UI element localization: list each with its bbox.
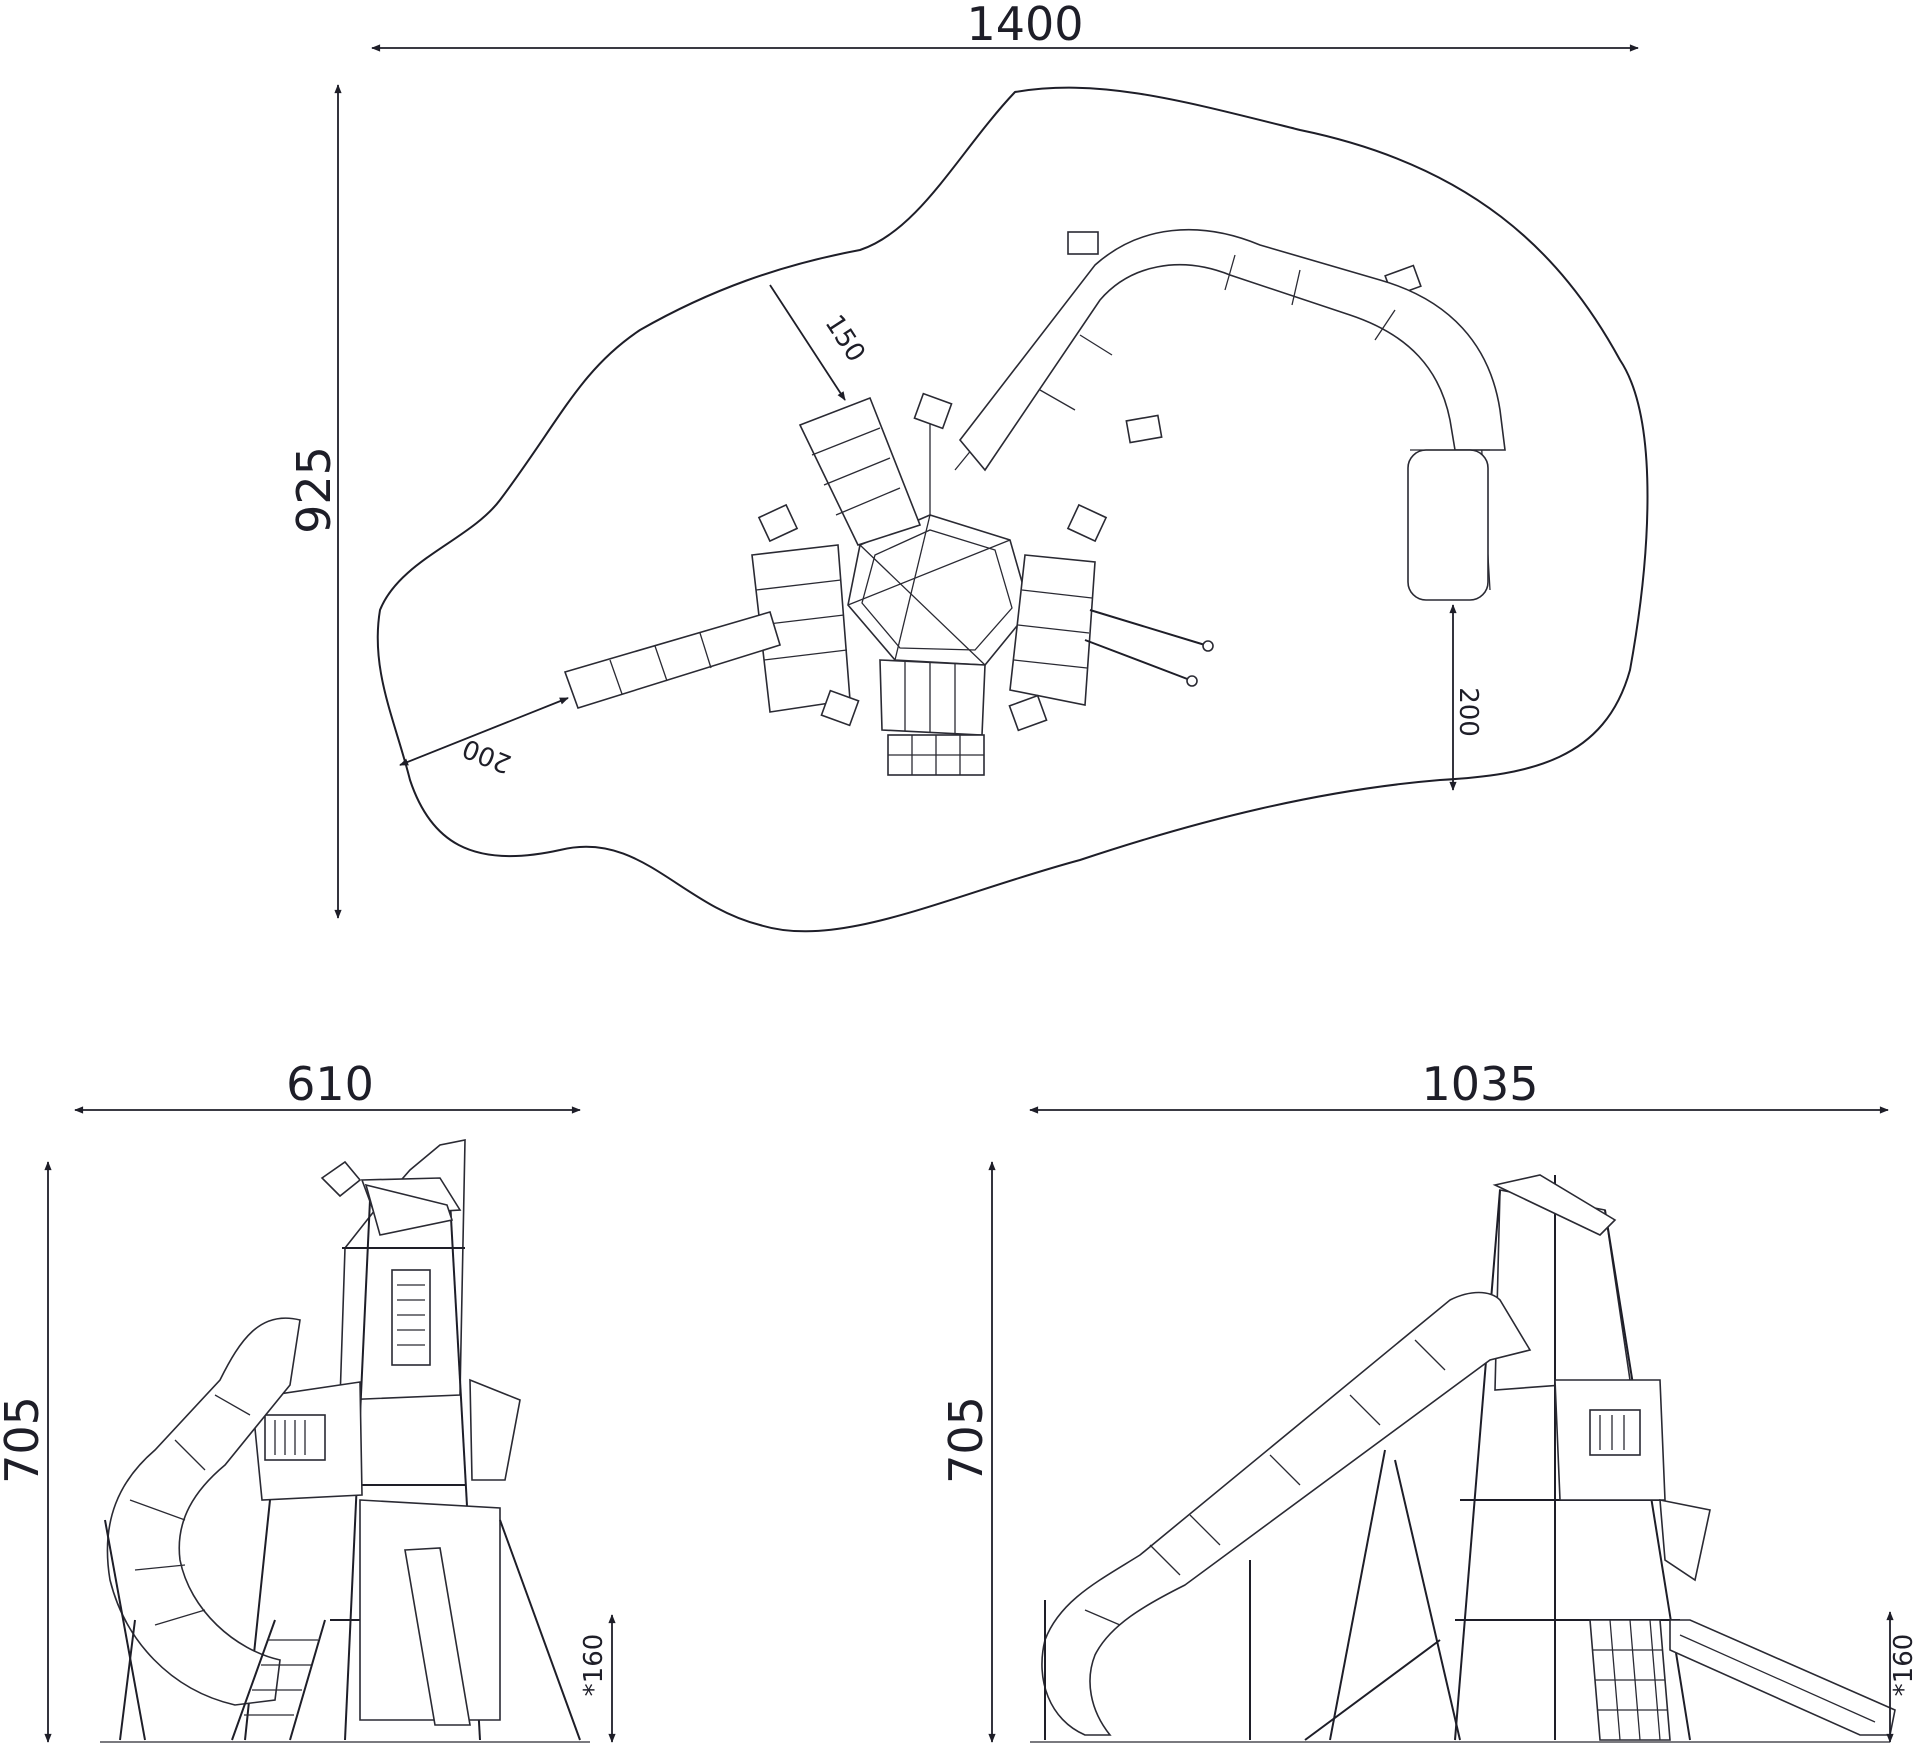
front-support-bar-2 <box>1304 1639 1441 1741</box>
panel-s <box>879 659 986 736</box>
front-elevation: 1035 705 *160 <box>939 1057 1919 1743</box>
ladder-plan <box>887 734 985 776</box>
front-house <box>1554 1379 1711 1582</box>
front-tube-slide <box>1041 1291 1532 1741</box>
dim-label-front-height: 705 <box>939 1396 993 1484</box>
side-awning <box>469 1378 521 1481</box>
panel-nw <box>798 396 922 546</box>
front-straight-slide <box>1669 1619 1896 1736</box>
dim-label-front-platform: *160 <box>1889 1634 1919 1697</box>
dim-label-safety-right: 200 <box>1453 687 1483 737</box>
side-elevation: 610 705 *160 <box>0 1057 616 1743</box>
safety-area-outline <box>376 86 1649 933</box>
dim-line-safety-left <box>399 697 569 766</box>
side-roof-right <box>364 1183 454 1236</box>
front-net-ladder <box>1589 1619 1671 1741</box>
front-support-bar <box>1394 1459 1461 1741</box>
tube-slide-plan <box>954 228 1506 601</box>
dim-label-side-height: 705 <box>0 1396 49 1484</box>
dim-label-safety-left: 200 <box>458 732 515 778</box>
deck-panels <box>751 396 1096 736</box>
bridge-walkway <box>563 611 781 709</box>
side-tube-slide <box>104 1317 301 1741</box>
dim-label-plan-depth: 925 <box>287 446 341 534</box>
rope-anchors <box>1084 609 1214 687</box>
dim-line-safety-upper <box>769 284 846 401</box>
plan-view: 1400 925 150 200 200 <box>287 0 1649 933</box>
dim-label-front-width: 1035 <box>1421 1057 1538 1111</box>
side-roof-left <box>320 1160 362 1198</box>
panel-e <box>1009 554 1096 706</box>
dim-label-plan-width: 1400 <box>966 0 1083 51</box>
side-house <box>244 1381 581 1741</box>
dim-label-side-platform: *160 <box>579 1634 609 1697</box>
dim-label-side-width: 610 <box>286 1057 374 1111</box>
tower-hub <box>847 420 1031 666</box>
side-ladder <box>231 1619 326 1741</box>
dim-label-safety-upper: 150 <box>819 310 871 368</box>
